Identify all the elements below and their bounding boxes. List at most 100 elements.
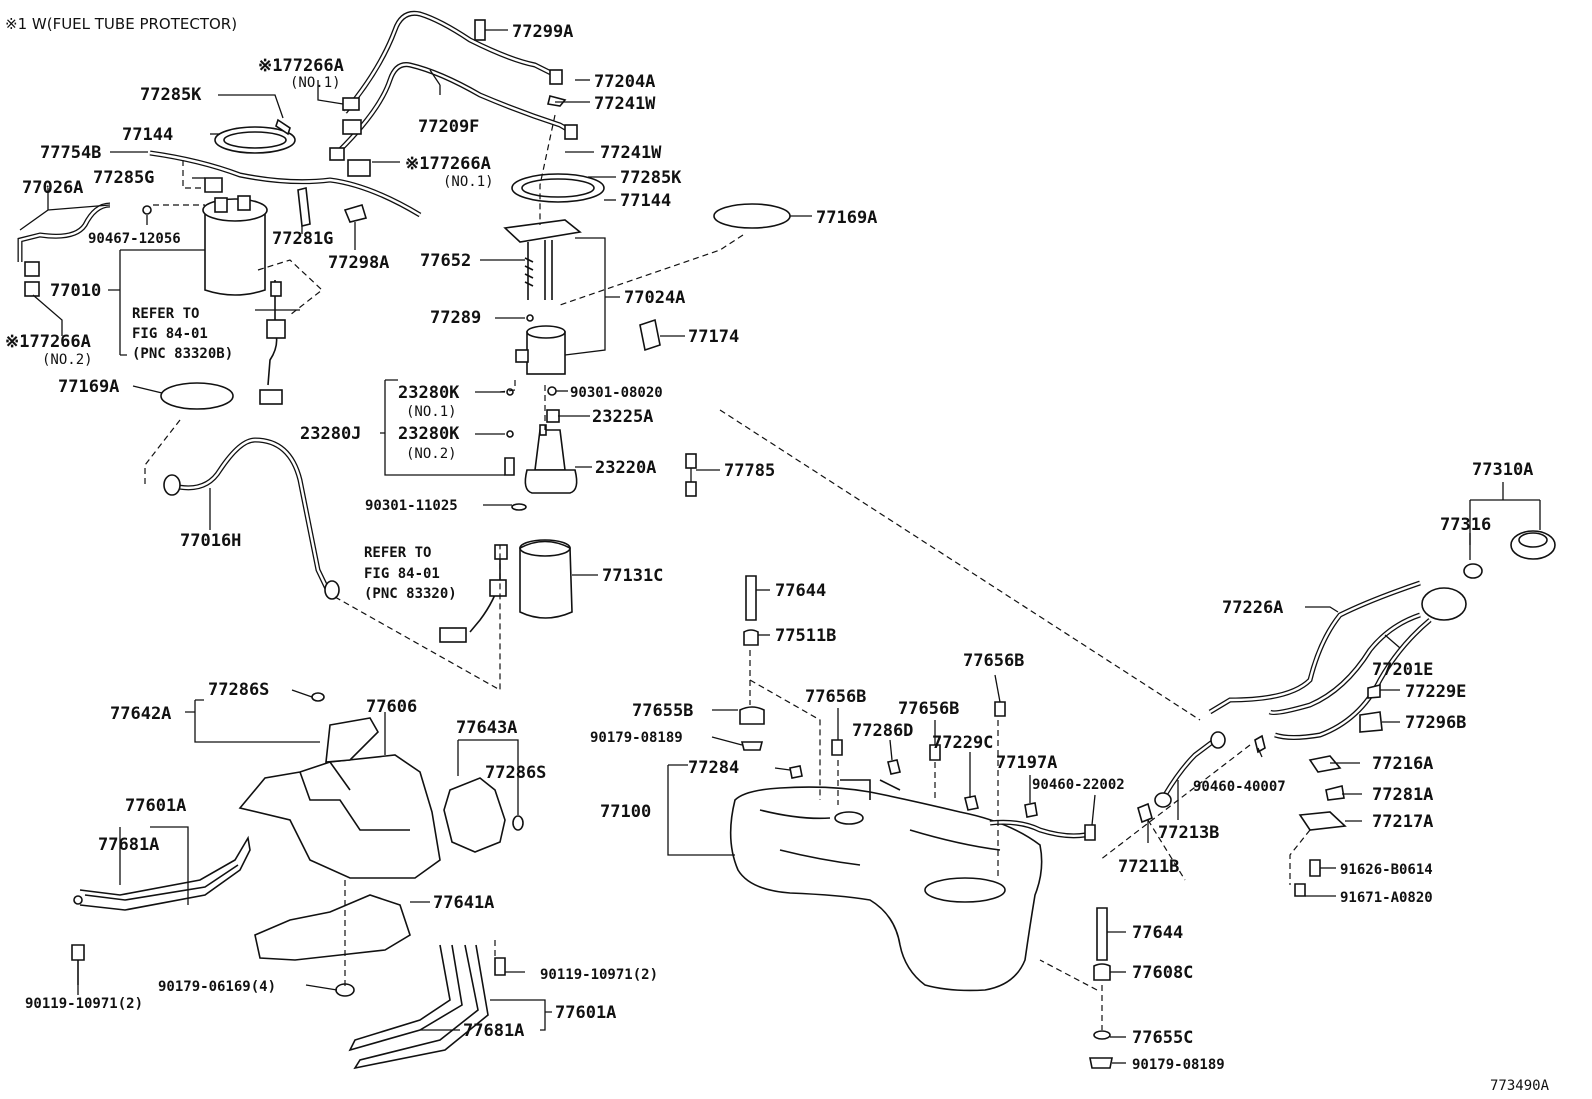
part-label-90460-22002: 90460-22002: [1032, 777, 1125, 793]
fuel-tank-strap-center: [348, 944, 506, 1070]
part-label-77641A: 77641A: [433, 893, 494, 913]
part-label-90179-06169: 90179-06169(4): [158, 979, 276, 995]
part-label-77754B: 77754B: [40, 143, 101, 163]
part-label-77310A: 77310A: [1472, 460, 1533, 480]
part-label-77298A: 77298A: [328, 253, 389, 273]
part-label-77281A: 77281A: [1372, 785, 1433, 805]
part-label-77024A: 77024A: [624, 288, 685, 308]
part-label-77266A-2-sub: (NO.1): [443, 174, 494, 190]
part-label-23280J: 23280J: [300, 424, 361, 444]
part-label-77652: 77652: [420, 251, 471, 271]
refer-note-2-line2: FIG 84-01: [364, 566, 440, 582]
leader-lines: [19, 29, 1541, 1064]
part-label-77201E: 77201E: [1372, 660, 1433, 680]
part-label-77655C: 77655C: [1132, 1028, 1193, 1048]
part-label-77266A-1-sub: (NO.1): [290, 75, 341, 91]
fuel-cap-77310A: [1463, 530, 1556, 579]
part-label-90179-08189-2: 90179-08189: [1132, 1057, 1225, 1073]
part-label-77216A: 77216A: [1372, 754, 1433, 774]
part-label-77229C: 77229C: [932, 733, 993, 753]
part-label-77644-1: 77644: [775, 581, 826, 601]
part-label-77601A-1: 77601A: [125, 796, 186, 816]
part-label-77785: 77785: [724, 461, 775, 481]
header-note: ※1 W(FUEL TUBE PROTECTOR): [5, 15, 237, 33]
part-label-77284: 77284: [688, 758, 739, 778]
part-label-23280K-2-sub: (NO.2): [406, 446, 457, 462]
part-label-77681A-1: 77681A: [98, 835, 159, 855]
tube-77016H: [169, 437, 333, 597]
part-label-77266A-1: ※177266A: [258, 56, 344, 76]
part-label-77511B: 77511B: [775, 626, 836, 646]
dashed-guides: [144, 114, 1311, 1030]
part-label-77316: 77316: [1440, 515, 1491, 535]
part-label-90119-10971-2: 90119-10971(2): [540, 967, 658, 983]
refer-note-1-line3: (PNC 83320B): [132, 346, 233, 362]
part-label-23220A: 23220A: [595, 458, 656, 478]
insulator-77641A: [254, 894, 411, 961]
part-label-77656B-3: 77656B: [898, 699, 959, 719]
filler-pipe-77201E: [1268, 587, 1467, 740]
part-label-77643A: 77643A: [456, 718, 517, 738]
part-label-77656B-2: 77656B: [805, 687, 866, 707]
part-label-77266A-3: ※177266A: [5, 332, 91, 352]
part-label-77169A-1: 77169A: [816, 208, 877, 228]
refer-note-2-line3: (PNC 83320): [364, 586, 457, 602]
part-label-77211B: 77211B: [1118, 857, 1179, 877]
part-label-90301-08020: 90301-08020: [570, 385, 663, 401]
part-label-77286S-1: 77286S: [208, 680, 269, 700]
part-label-77606: 77606: [366, 697, 417, 717]
part-label-77286S-2: 77286S: [485, 763, 546, 783]
part-label-23225A: 23225A: [592, 407, 653, 427]
refer-note-2-line1: REFER TO: [364, 545, 431, 561]
part-label-77286D: 77286D: [852, 721, 913, 741]
part-label-77644-2: 77644: [1132, 923, 1183, 943]
part-label-77144-2: 77144: [620, 191, 671, 211]
part-label-77241W-1: 77241W: [594, 94, 656, 114]
part-label-77266A-3-sub: (NO.2): [42, 352, 93, 368]
part-label-77266A-2: ※177266A: [405, 154, 491, 174]
part-label-77100: 77100: [600, 802, 651, 822]
part-label-77169A-2: 77169A: [58, 377, 119, 397]
part-labels: ※1 W(FUEL TUBE PROTECTOR) 77299A 77204A …: [5, 15, 1550, 1094]
part-label-77131C: 77131C: [602, 566, 663, 586]
filter-case-77131C: [519, 539, 573, 619]
part-label-77281G: 77281G: [272, 229, 333, 249]
fuel-tank-77100: [729, 779, 1043, 992]
figure-id: 773490A: [1490, 1078, 1550, 1094]
part-label-77296B: 77296B: [1405, 713, 1466, 733]
part-label-77656B-1: 77656B: [963, 651, 1024, 671]
part-label-90119-10971-1: 90119-10971(2): [25, 996, 143, 1012]
fuel-tank-strap-left: [71, 835, 251, 985]
part-label-77285K-1: 77285K: [140, 85, 202, 105]
part-label-90301-11025: 90301-11025: [365, 498, 458, 514]
part-label-23280K-1-sub: (NO.1): [406, 404, 457, 420]
part-label-77642A: 77642A: [110, 704, 171, 724]
part-label-23280K-1: 23280K: [398, 383, 460, 403]
part-label-77601A-2: 77601A: [555, 1003, 616, 1023]
part-label-77016H: 77016H: [180, 531, 241, 551]
part-label-77204A: 77204A: [594, 72, 655, 92]
part-label-90460-40007: 90460-40007: [1193, 779, 1286, 795]
part-label-77197A: 77197A: [996, 753, 1057, 773]
part-label-77241W-2: 77241W: [600, 143, 662, 163]
part-label-77681A-2: 77681A: [463, 1021, 524, 1041]
part-label-77217A: 77217A: [1372, 812, 1433, 832]
part-label-77608C: 77608C: [1132, 963, 1193, 983]
part-label-77213B: 77213B: [1158, 823, 1219, 843]
part-label-77229E: 77229E: [1405, 682, 1466, 702]
insulator-77643A: [443, 777, 506, 853]
part-drawings: [17, 10, 1556, 1070]
gasket-77169A-left: [160, 382, 234, 410]
part-label-77285G: 77285G: [93, 168, 154, 188]
fuel-filter-77010: [202, 177, 268, 296]
part-label-77226A: 77226A: [1222, 598, 1283, 618]
part-label-91626-B0614: 91626-B0614: [1340, 862, 1433, 878]
part-label-91671-A0820: 91671-A0820: [1340, 890, 1433, 906]
part-label-77289: 77289: [430, 308, 481, 328]
gasket-77169A-right: [713, 203, 791, 229]
refer-note-1-line1: REFER TO: [132, 306, 199, 322]
part-label-77174: 77174: [688, 327, 739, 347]
part-label-77144-1: 77144: [122, 125, 173, 145]
part-label-90467-12056: 90467-12056: [88, 231, 181, 247]
